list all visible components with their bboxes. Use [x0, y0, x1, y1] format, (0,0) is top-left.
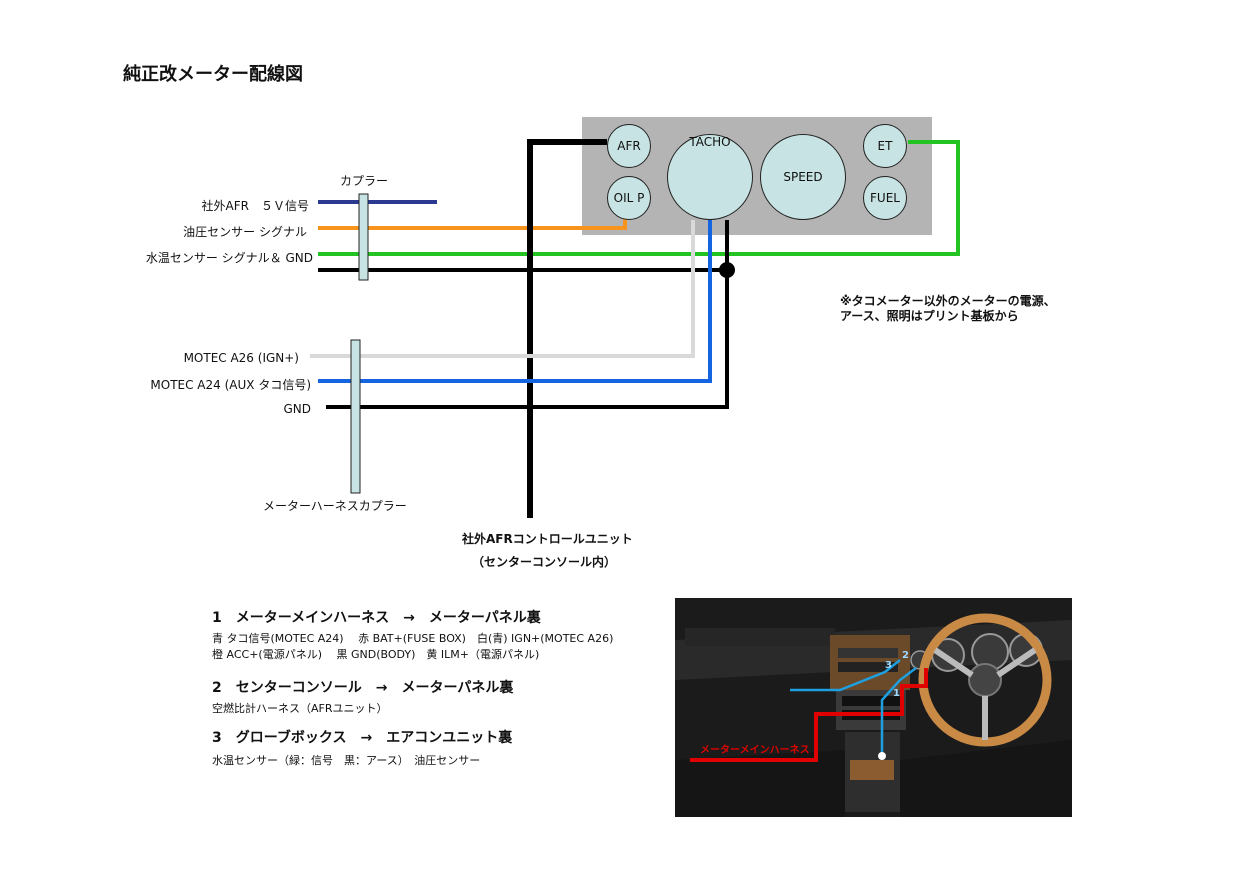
gauge-et: ET: [863, 124, 907, 168]
page-title: 純正改メーター配線図: [123, 64, 303, 85]
wire-ign: [310, 220, 695, 358]
gauge-fuel: FUEL: [863, 176, 907, 220]
gauge-afr: AFR: [607, 124, 651, 168]
coupler-label: カプラー: [340, 174, 389, 188]
wire-label-afr-5v: 社外AFR ５Ｖ信号: [201, 199, 309, 213]
wire-label-ign: MOTEC A26 (IGN+): [183, 351, 299, 365]
section-2-line-1: 空燃比計ハーネス（AFRユニット）: [212, 702, 388, 715]
gauge-tacho: TACHO: [667, 134, 753, 220]
photo-label-3: 3: [885, 660, 892, 671]
wire-label-temp: 水温センサー シグナル＆ GND: [145, 251, 313, 265]
coupler-harness: [350, 339, 361, 494]
photo-label-1: 1: [893, 688, 900, 699]
note-line-1: ※タコメーター以外のメーターの電源、: [840, 294, 1056, 308]
section-3-heading: 3 グローブボックス → エアコンユニット裏: [212, 730, 513, 746]
wire-temp-signal: [318, 140, 960, 256]
note-line-2: アース、照明はプリント基板から: [840, 309, 1019, 323]
junction-dot: [719, 262, 735, 278]
afr-unit-label: 社外AFRコントロールユニット: [462, 532, 633, 546]
gauge-oil-pressure: OIL P: [607, 176, 651, 220]
afr-unit-sublabel: （センターコンソール内）: [472, 555, 617, 569]
section-1-heading: 1 メーターメインハーネス → メーターパネル裏: [212, 610, 541, 626]
wire-label-tacho: MOTEC A24 (AUX タコ信号): [150, 378, 311, 392]
wire-tacho: [318, 220, 712, 383]
section-3: 3 グローブボックス → エアコンユニット裏 水温センサー（緑：信号 黒：アース…: [212, 727, 512, 769]
coupler-upper: [358, 193, 369, 281]
wire-gnd-lower: [326, 220, 729, 409]
section-2: 2 センターコンソール → メーターパネル裏 空燃比計ハーネス（AFRユニット）: [212, 677, 513, 717]
section-3-line-1: 水温センサー（緑：信号 黒：アース） 油圧センサー: [212, 754, 481, 767]
section-1-line-1: 青 タコ信号(MOTEC A24) 赤 BAT+(FUSE BOX) 白(青) …: [212, 632, 614, 645]
gauge-speed: SPEED: [760, 134, 846, 220]
harness-coupler-label: メーターハーネスカプラー: [263, 499, 407, 513]
photo-label-harness: メーターメインハーネス: [700, 745, 810, 756]
section-1: 1 メーターメインハーネス → メーターパネル裏 青 タコ信号(MOTEC A2…: [212, 607, 613, 663]
wire-label-gnd: GND: [283, 402, 311, 416]
wire-afr-unit: [527, 139, 607, 518]
photo-label-2: 2: [902, 650, 909, 661]
section-2-heading: 2 センターコンソール → メーターパネル裏: [212, 680, 514, 696]
section-1-line-2: 橙 ACC+(電源パネル) 黒 GND(BODY) 黄 ILM+（電源パネル): [212, 648, 540, 661]
wire-label-oil: 油圧センサー シグナル: [183, 225, 307, 239]
